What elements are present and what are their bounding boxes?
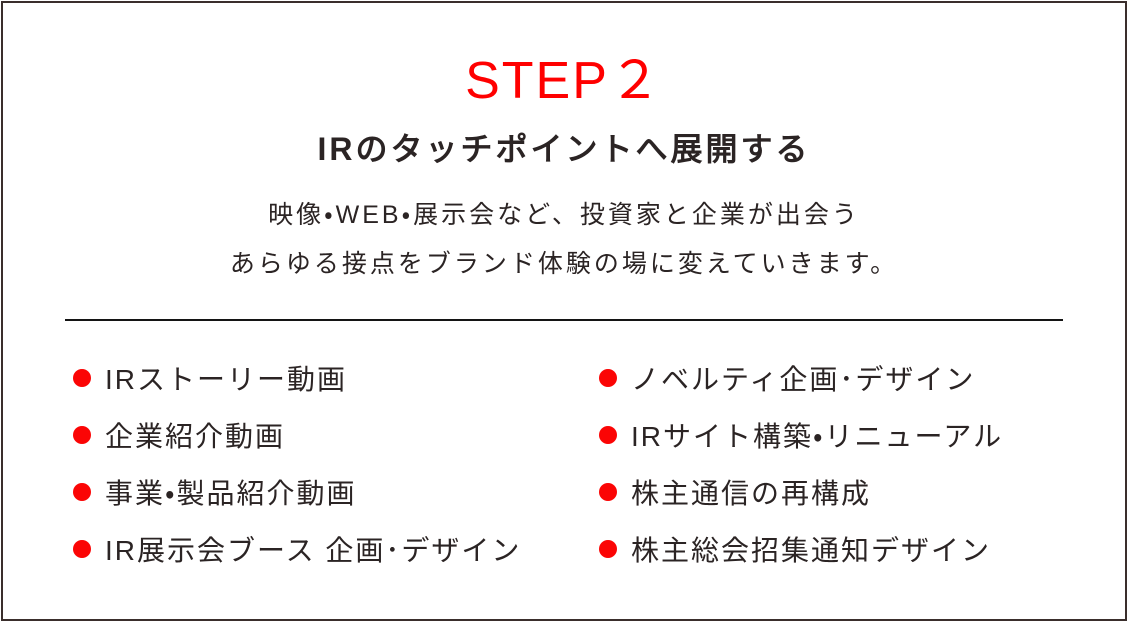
bullet-dot-icon xyxy=(599,540,617,558)
card-header: STEP２ IRのタッチポイントへ展開する 映像・WEB・展示会など、投資家と企… xyxy=(3,55,1125,289)
service-item-label: IR展示会ブース 企画･デザイン xyxy=(105,535,522,566)
service-list-item: IRサイト構築・リニューアル xyxy=(599,416,1125,454)
service-item-label: IRサイト構築・リニューアル xyxy=(631,421,1004,452)
bullet-dot-icon xyxy=(599,369,617,387)
service-list-item: 株主通信の再構成 xyxy=(599,473,1125,511)
service-item-label: 株主通信の再構成 xyxy=(631,478,872,509)
service-list-item: 事業・製品紹介動画 xyxy=(73,473,599,511)
bullet-dot-icon xyxy=(73,369,91,387)
bullet-dot-icon xyxy=(599,426,617,444)
bullet-dot-icon xyxy=(73,483,91,501)
service-item-label: IRストーリー動画 xyxy=(105,364,348,395)
bullet-dot-icon xyxy=(73,426,91,444)
description-line-2: あらゆる接点をブランド体験の場に変えていきます。 xyxy=(229,250,899,278)
service-list-item: 株主総会招集通知デザイン xyxy=(599,530,1125,568)
step-label: STEP２ xyxy=(465,52,663,110)
service-list-right: ノベルティ企画･デザイン IRサイト構築・リニューアル株主通信の再構成株主総会招集… xyxy=(599,359,1125,587)
card-description: 映像・WEB・展示会など、投資家と企業が出会う あらゆる接点をブランド体験の場に… xyxy=(3,191,1125,289)
service-item-label: ノベルティ企画･デザイン xyxy=(631,364,976,395)
service-item-label: 企業紹介動画 xyxy=(105,421,286,452)
service-grid: IRストーリー動画企業紹介動画事業・製品紹介動画 IR展示会ブース 企画･デザイン… xyxy=(73,359,1125,587)
service-list-item: ノベルティ企画･デザイン xyxy=(599,359,1125,397)
description-line-1: 映像・WEB・展示会など、投資家と企業が出会う xyxy=(268,201,860,229)
bullet-dot-icon xyxy=(73,540,91,558)
service-item-label: 事業・製品紹介動画 xyxy=(105,478,357,509)
bullet-dot-icon xyxy=(599,483,617,501)
card-title: IRのタッチポイントへ展開する xyxy=(317,131,811,167)
service-list-left: IRストーリー動画企業紹介動画事業・製品紹介動画 IR展示会ブース 企画･デザイン xyxy=(73,359,599,587)
divider xyxy=(65,319,1063,321)
service-item-label: 株主総会招集通知デザイン xyxy=(631,535,992,566)
service-list-item: IRストーリー動画 xyxy=(73,359,599,397)
service-list-item: 企業紹介動画 xyxy=(73,416,599,454)
service-list-item: IR展示会ブース 企画･デザイン xyxy=(73,530,599,568)
